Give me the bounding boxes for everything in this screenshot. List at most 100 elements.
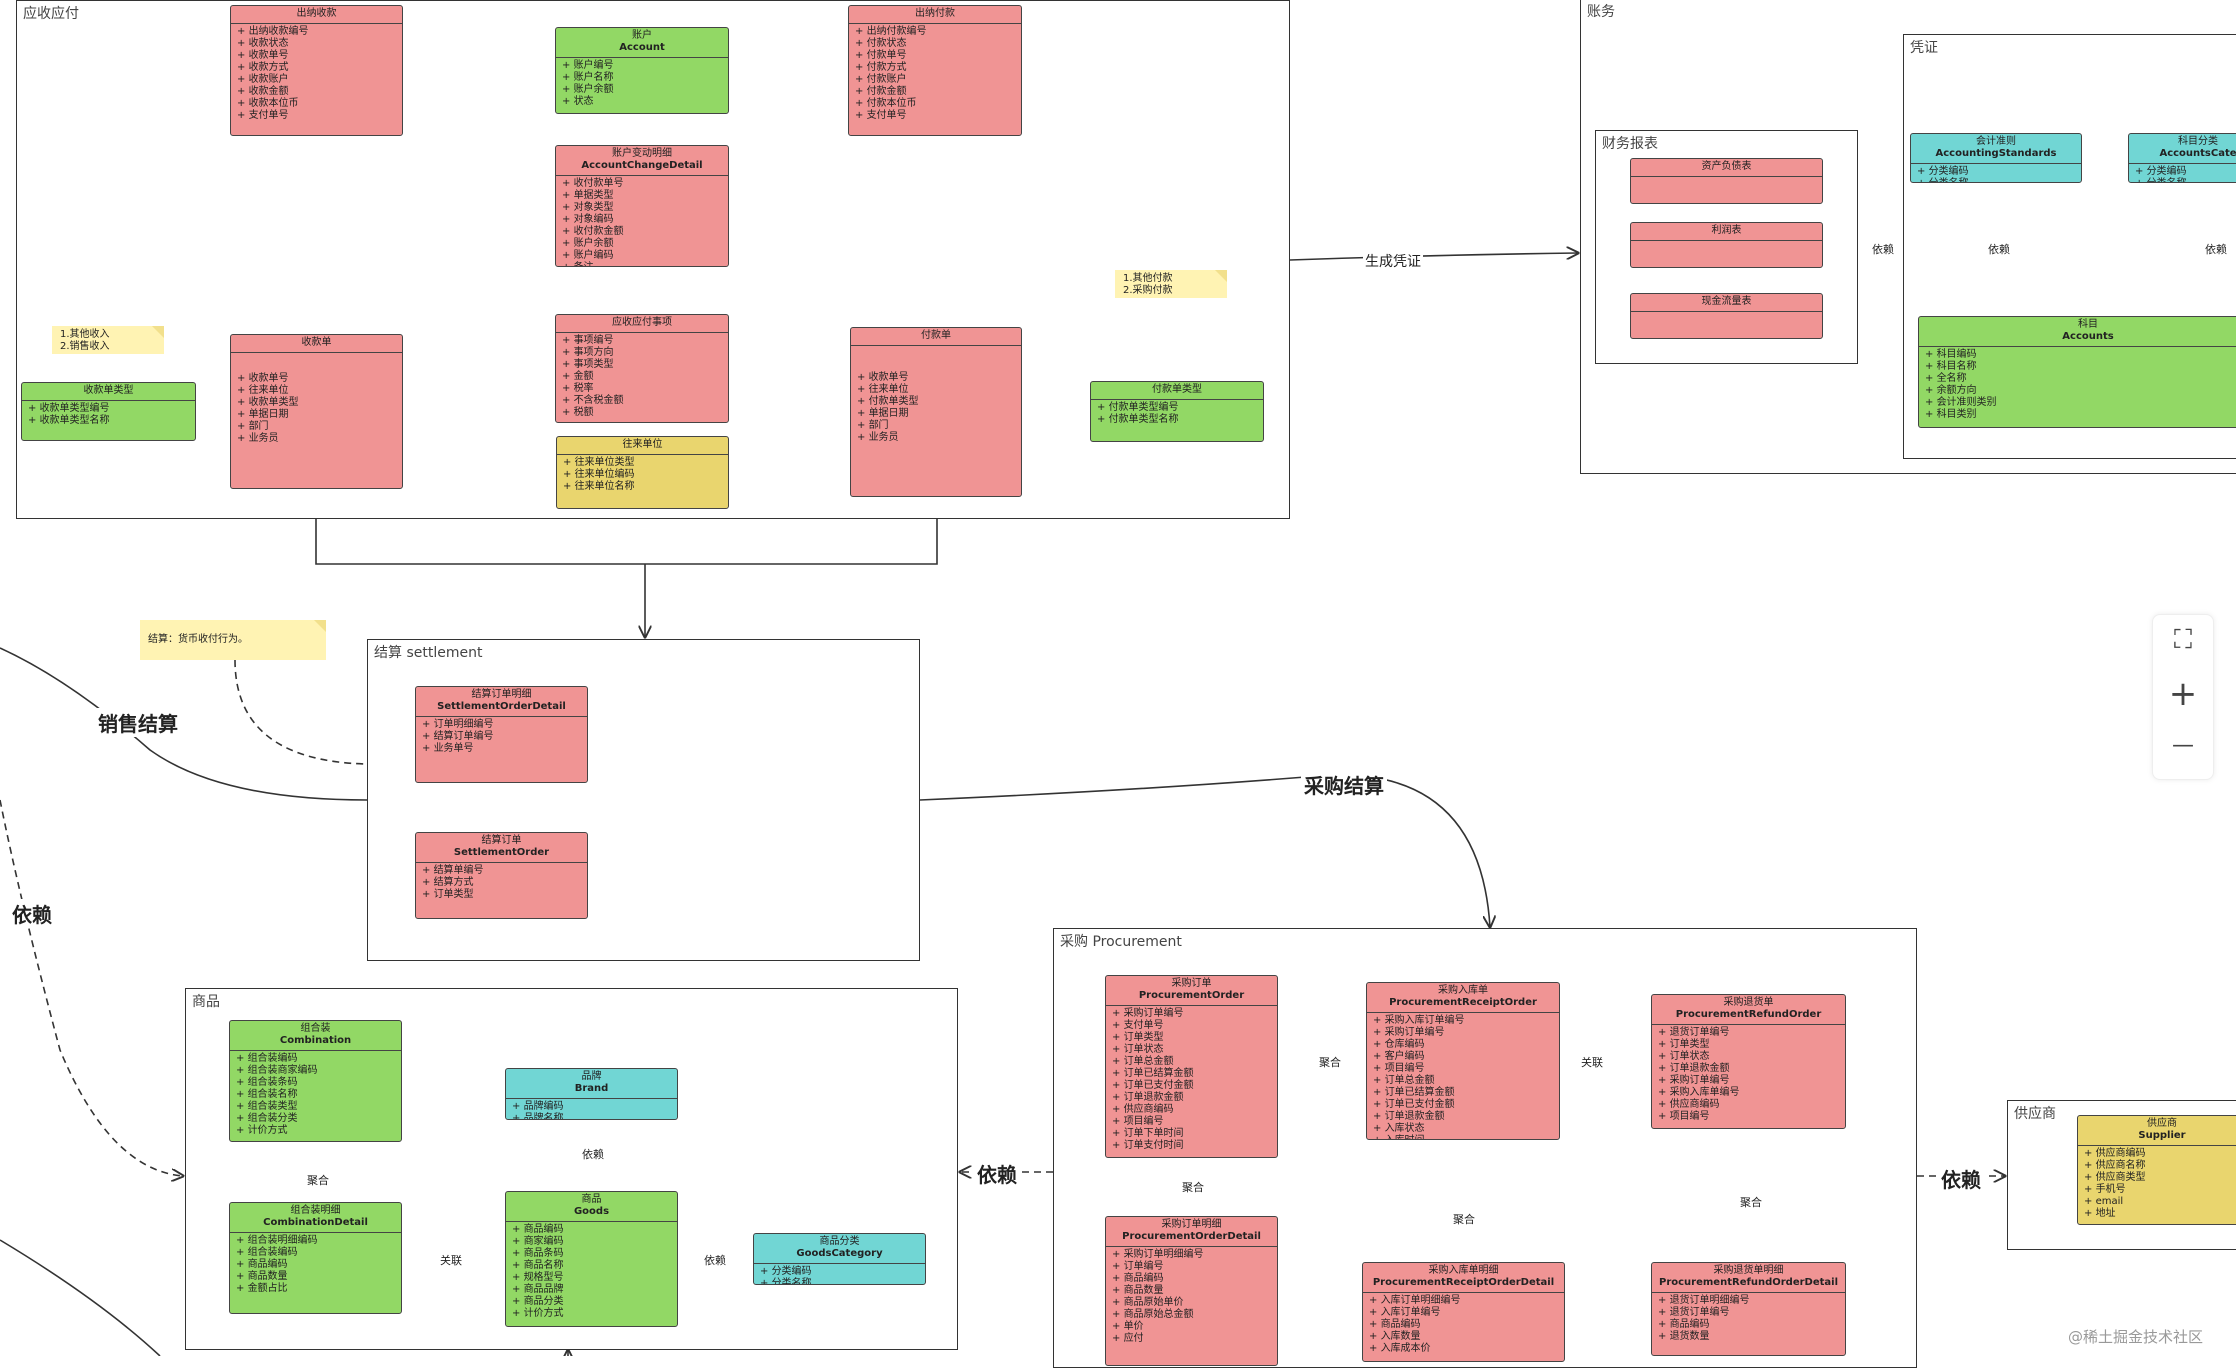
class-attribute: 账户余额 — [562, 84, 722, 96]
class-procurement-receipt-detail[interactable]: 采购入库单明细ProcurementReceiptOrderDetail入库订单… — [1362, 1262, 1565, 1362]
class-cash-payment[interactable]: 出纳付款出纳付款编号付款状态付款单号付款方式付款账户付款金额付款本位币支付单号 — [848, 5, 1022, 136]
label-big-depend: 依赖 — [9, 899, 55, 928]
class-attribute: 采购订单编号 — [1373, 1027, 1553, 1039]
class-title: 资产负债表 — [1701, 161, 1752, 172]
label-aggregate: 聚合 — [1738, 1194, 1764, 1210]
attr-list: 收款单号往来单位收款单类型单据日期部门业务员 — [231, 353, 402, 447]
attr-list: 入库订单明细编号入库订单编号商品编码入库数量入库成本价 — [1363, 1293, 1564, 1357]
class-procurement-order-detail[interactable]: 采购订单明细ProcurementOrderDetail采购订单明细编号订单编号… — [1105, 1216, 1278, 1366]
label-depend: 依赖 — [1986, 241, 2012, 257]
class-attribute: 入库订单明细编号 — [1369, 1295, 1558, 1307]
class-en-name: Brand — [574, 1083, 609, 1094]
relationship-line — [1289, 253, 1578, 261]
zoom-out-button[interactable]: — — [2172, 733, 2194, 758]
class-goods[interactable]: 商品Goods商品编码商家编码商品条码商品名称规格型号商品品牌商品分类计价方式 — [505, 1191, 678, 1327]
class-title: 科目分类 — [2178, 136, 2218, 147]
class-payment-type[interactable]: 付款单类型付款单类型编号付款单类型名称 — [1090, 381, 1264, 442]
class-partner[interactable]: 往来单位往来单位类型往来单位编码往来单位名称 — [556, 436, 729, 509]
class-attribute: 收款本位币 — [237, 98, 396, 110]
zoom-controls: ⛶ + — — [2152, 614, 2214, 780]
label-relate: 关联 — [1579, 1054, 1605, 1070]
class-title: 组合装 — [300, 1023, 331, 1034]
class-en-name: ProcurementOrder — [1138, 990, 1245, 1001]
class-attribute: 入库状态 — [1373, 1123, 1553, 1135]
class-attribute: 订单已结算金额 — [1112, 1068, 1271, 1080]
class-attribute: 付款账户 — [855, 74, 1015, 86]
class-attribute: 往来单位名称 — [563, 481, 722, 493]
class-ar-item[interactable]: 应收应付事项事项编号事项方向事项类型金额税率不含税金额税额 — [555, 314, 729, 423]
class-attribute: 账户编码 — [562, 250, 722, 262]
class-title: 应收应付事项 — [612, 317, 672, 328]
class-accounts-cate[interactable]: 科目分类AccountsCate分类编码分类名称 — [2128, 133, 2236, 183]
class-title: 采购入库单明细 — [1428, 1265, 1499, 1276]
class-attribute: 采购订单编号 — [1658, 1075, 1839, 1087]
class-attribute: 商品编码 — [512, 1224, 671, 1236]
class-procurement-receipt[interactable]: 采购入库单ProcurementReceiptOrder采购入库订单编号采购订单… — [1366, 982, 1560, 1140]
class-attribute: 计价方式 — [236, 1125, 395, 1137]
class-attribute: 商品编码 — [1112, 1273, 1271, 1285]
class-receipt[interactable]: 收款单收款单号往来单位收款单类型单据日期部门业务员 — [230, 334, 403, 489]
class-attribute: 账户编号 — [562, 60, 722, 72]
class-account[interactable]: 账户Account账户编号账户名称账户余额状态 — [555, 27, 729, 114]
class-attribute: 单据日期 — [857, 408, 1015, 420]
class-attribute: 项目编号 — [1112, 1116, 1271, 1128]
class-attribute: 订单总金额 — [1112, 1056, 1271, 1068]
class-supplier[interactable]: 供应商Supplier供应商编码供应商名称供应商类型手机号email地址 — [2077, 1115, 2236, 1225]
class-receipt-type[interactable]: 收款单类型收款单类型编号收款单类型名称 — [21, 382, 196, 441]
class-attribute: 组合装名称 — [236, 1089, 395, 1101]
class-combination-detail[interactable]: 组合装明细CombinationDetail组合装明细编码组合装编码商品编码商品… — [229, 1202, 402, 1314]
class-attribute: 收款单类型编号 — [28, 403, 189, 415]
class-balance-sheet[interactable]: 资产负债表 — [1630, 158, 1823, 204]
class-title: 供应商 — [2147, 1118, 2177, 1129]
class-attribute: 部门 — [237, 421, 396, 433]
class-goods-category[interactable]: 商品分类GoodsCategory分类编码分类名称 — [753, 1233, 926, 1285]
class-attribute: 金额 — [562, 371, 722, 383]
class-income-statement[interactable]: 利润表 — [1630, 222, 1823, 268]
class-en-name: ProcurementRefundOrder — [1675, 1009, 1822, 1020]
note-settlement: 结算：货币收付行为。 — [140, 620, 326, 660]
class-procurement-order[interactable]: 采购订单ProcurementOrder采购订单编号支付单号订单类型订单状态订单… — [1105, 975, 1278, 1158]
class-attribute: 商品编码 — [236, 1259, 395, 1271]
class-attribute: 收款方式 — [237, 62, 396, 74]
relationship-line — [316, 489, 938, 565]
zoom-in-button[interactable]: + — [2168, 674, 2198, 714]
class-attribute: 仓库编码 — [1373, 1039, 1553, 1051]
class-attribute: 收款单类型 — [237, 397, 396, 409]
class-cash-receipt[interactable]: 出纳收款出纳收款编号收款状态收款单号收款方式收款账户收款金额收款本位币支付单号 — [230, 5, 403, 136]
attr-list: 出纳付款编号付款状态付款单号付款方式付款账户付款金额付款本位币支付单号 — [849, 24, 1021, 124]
class-procurement-refund[interactable]: 采购退货单ProcurementRefundOrder退货订单编号订单类型订单状… — [1651, 994, 1846, 1129]
group-title: 财务报表 — [1602, 136, 1658, 152]
class-cash-flow[interactable]: 现金流量表 — [1630, 293, 1823, 339]
class-attribute: 收款状态 — [237, 38, 396, 50]
class-attribute: 计价方式 — [512, 1308, 671, 1320]
class-attribute: 分类编码 — [1917, 166, 2075, 178]
class-procurement-refund-detail[interactable]: 采购退货单明细ProcurementRefundOrderDetail退货订单明… — [1651, 1262, 1846, 1356]
attr-list: 采购订单明细编号订单编号商品编码商品数量商品原始单价商品原始总金额单价应付 — [1106, 1247, 1277, 1347]
class-attribute: 收付款金额 — [562, 226, 722, 238]
class-title: 付款单类型 — [1152, 384, 1202, 395]
class-accounting-standards[interactable]: 会计准则AccountingStandards分类编码分类名称 — [1910, 133, 2082, 183]
class-account-change-detail[interactable]: 账户变动明细AccountChangeDetail收付款单号单据类型对象类型对象… — [555, 145, 729, 267]
group-title: 结算 settlement — [374, 645, 483, 661]
class-accounts[interactable]: 科目Accounts科目编码科目名称全名称余额方向会计准则类别科目类别 — [1918, 316, 2236, 428]
class-settlement-order-detail[interactable]: 结算订单明细SettlementOrderDetail订单明细编号结算订单编号业… — [415, 686, 588, 783]
class-attribute: 往来单位编码 — [563, 469, 722, 481]
class-attribute: 商品编码 — [1369, 1319, 1558, 1331]
class-payment[interactable]: 付款单收款单号往来单位付款单类型单据日期部门业务员 — [850, 327, 1022, 497]
class-title: 收款单 — [301, 337, 332, 348]
class-attribute: 地址 — [2084, 1208, 2236, 1220]
class-attribute: 单价 — [1112, 1321, 1271, 1333]
class-en-name: ProcurementOrderDetail — [1122, 1231, 1261, 1242]
class-brand[interactable]: 品牌Brand品牌编码品牌名称 — [505, 1068, 678, 1120]
class-combination[interactable]: 组合装Combination组合装编码组合装商家编码组合装条码组合装名称组合装类… — [229, 1020, 402, 1142]
class-attribute: 退货订单明细编号 — [1658, 1295, 1839, 1307]
class-settlement-order[interactable]: 结算订单SettlementOrder结算单编号结算方式订单类型 — [415, 832, 588, 919]
relationship-line — [0, 799, 183, 1176]
class-attribute: 付款单号 — [855, 50, 1015, 62]
class-attribute: 组合装编码 — [236, 1053, 395, 1065]
fit-screen-button[interactable]: ⛶ — [2173, 625, 2193, 655]
label-aggregate: 聚合 — [1180, 1179, 1206, 1195]
class-attribute: 分类编码 — [760, 1266, 919, 1278]
